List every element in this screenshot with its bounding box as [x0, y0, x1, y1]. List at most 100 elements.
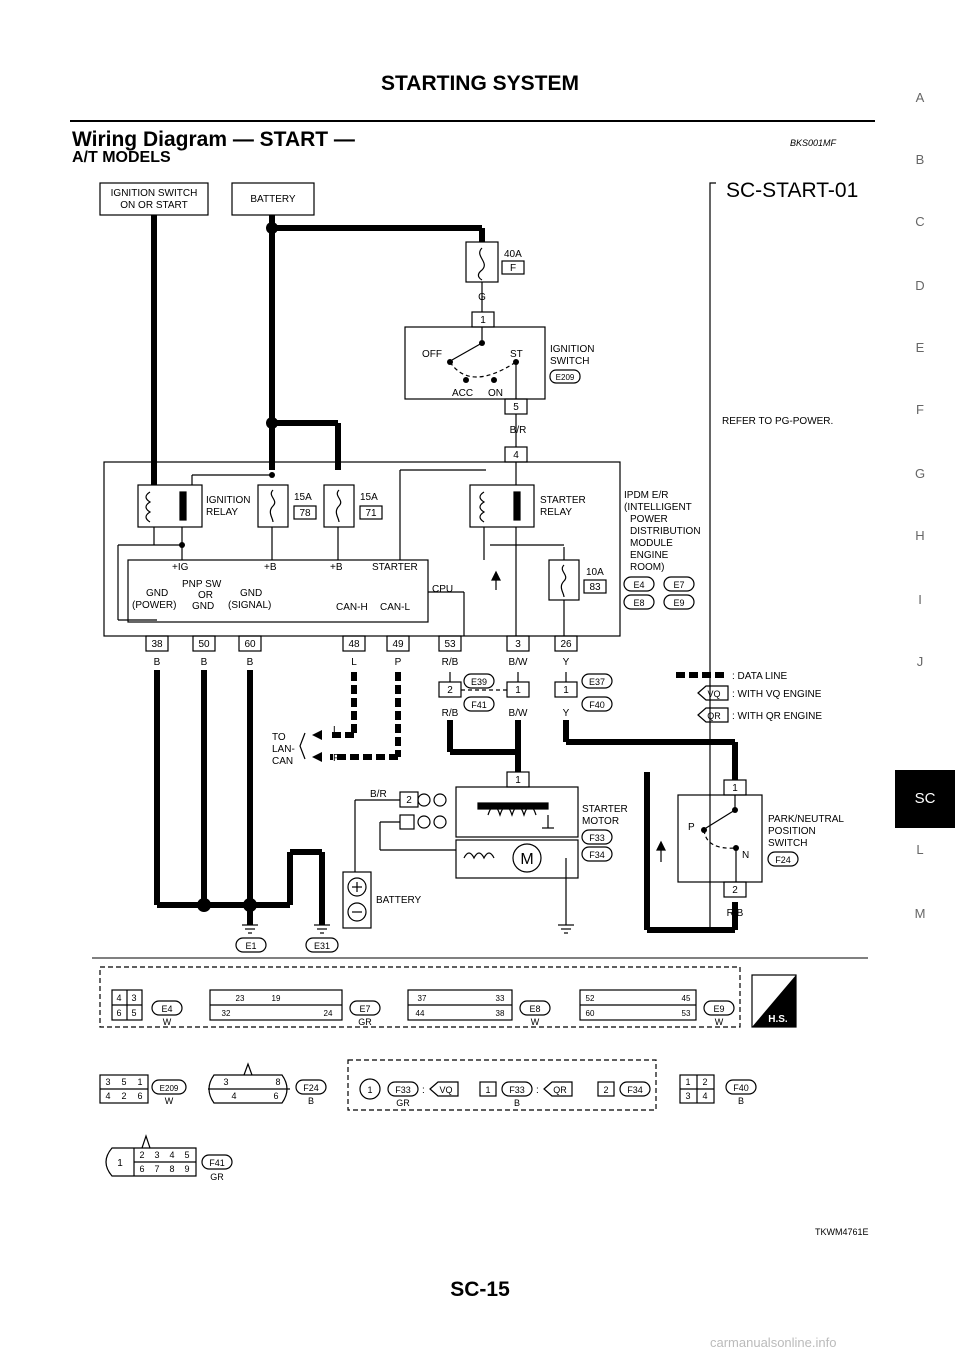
- side-tab-d[interactable]: D: [915, 278, 925, 293]
- side-tab-c[interactable]: C: [915, 214, 925, 229]
- pin-38: 38: [151, 639, 163, 650]
- pnp-pin1: 1: [732, 783, 738, 794]
- side-tab-e[interactable]: E: [915, 340, 925, 355]
- e9-id: E9: [713, 1004, 724, 1014]
- ground-colors: B B B B B: [154, 872, 326, 883]
- connector-views-group-2: [347, 1059, 657, 1111]
- e9-color: W: [715, 1017, 724, 1027]
- ign-pin1: 1: [480, 315, 486, 326]
- side-tab-h[interactable]: H: [915, 528, 925, 543]
- side-tab-j[interactable]: J: [916, 654, 924, 669]
- f40-pin4: 4: [702, 1091, 707, 1101]
- e7-id: E7: [359, 1004, 370, 1014]
- f33vq-sep: :: [422, 1085, 425, 1096]
- wire-color-53: R/B: [442, 657, 459, 668]
- side-tab-m[interactable]: M: [914, 906, 926, 921]
- conn-e39: E39: [471, 677, 487, 687]
- wire-color-3: B/W: [509, 657, 528, 668]
- pnp-p: P: [688, 822, 695, 833]
- side-tab-sc-active[interactable]: SC: [895, 770, 955, 828]
- fuse-71-rating: 15A: [360, 492, 378, 503]
- conn-f41: F41: [471, 700, 487, 710]
- cpu-label: CPU: [432, 584, 453, 595]
- pnp-name-3: SWITCH: [768, 838, 807, 849]
- f41-r2-a: 6: [139, 1164, 144, 1174]
- f41-r2-c: 8: [169, 1164, 174, 1174]
- e209-r2-c: 6: [137, 1091, 142, 1101]
- cpu-block: [127, 559, 429, 623]
- e8-id: E8: [529, 1004, 540, 1014]
- gnd-color-3: B: [247, 872, 254, 883]
- f33vq-tag: VQ: [439, 1085, 452, 1095]
- starter-motor-body: [455, 839, 579, 879]
- e4-pin-6: 6: [116, 1008, 121, 1018]
- f24-r2-a: 4: [231, 1091, 236, 1101]
- side-tab-g[interactable]: G: [914, 466, 926, 481]
- wire-color-26: Y: [563, 657, 570, 668]
- fuse-15a-78: [257, 484, 289, 528]
- lan-label-3: CAN: [272, 756, 293, 767]
- f41-r1-d: 5: [184, 1150, 189, 1160]
- f40-pin3: 3: [685, 1091, 690, 1101]
- side-tab-l[interactable]: L: [916, 842, 924, 857]
- f41-r1-c: 4: [169, 1150, 174, 1160]
- f24-view: [208, 1074, 288, 1104]
- e7-row1-a: 23: [236, 994, 245, 1003]
- f34-id: F34: [627, 1085, 643, 1095]
- e9-row1-a: 52: [586, 994, 595, 1003]
- f33qr-id: F33: [509, 1085, 525, 1095]
- side-tab-f[interactable]: F: [916, 402, 924, 417]
- pin-50: 50: [198, 639, 210, 650]
- ign-relay-coil: [145, 491, 152, 523]
- legend-qr-tag-text: QR: [707, 711, 721, 721]
- e9-row2-b: 53: [682, 1009, 691, 1018]
- pnp-name-2: POSITION: [768, 826, 816, 837]
- ign-name-1: IGNITION: [550, 344, 594, 355]
- f33qr-color: B: [514, 1098, 520, 1108]
- f41-color: GR: [210, 1172, 224, 1182]
- ign-pos-off: OFF: [422, 349, 442, 360]
- starter-conn-f34: F34: [589, 850, 605, 860]
- ground-e1: E1: [245, 941, 256, 951]
- starter-relay: [469, 484, 535, 528]
- fuse-78-id-box: [293, 505, 317, 520]
- pnp-name-1: PARK/NEUTRAL: [768, 814, 844, 825]
- ipdm-conn-e7: E7: [673, 580, 684, 590]
- side-tab-a[interactable]: A: [915, 90, 925, 105]
- cpu-b1: +B: [264, 562, 277, 573]
- fuse-78-symbol: [269, 489, 276, 523]
- battery-2-label: BATTERY: [376, 895, 422, 906]
- f40-id: F40: [733, 1083, 749, 1093]
- can-data-lines: [330, 672, 401, 760]
- ign-box-line2: ON OR START: [120, 200, 187, 211]
- legend-vq-tag-text: VQ: [707, 689, 720, 699]
- conn-e37: E37: [589, 677, 605, 687]
- side-tab-b[interactable]: B: [915, 152, 925, 167]
- e8-row2-a: 44: [416, 1009, 425, 1018]
- e209-color: W: [165, 1096, 174, 1106]
- f41-r1-a: 2: [139, 1150, 144, 1160]
- ignition-switch: [404, 326, 546, 400]
- splice-dots: [179, 222, 278, 912]
- ipdm-pin4: 4: [513, 450, 519, 461]
- connector-views-group-1: [99, 966, 741, 1028]
- starter-pin1: 1: [515, 775, 521, 786]
- starter-wire-br: B/R: [370, 789, 387, 800]
- lan-p: P: [333, 753, 340, 764]
- e9-row1-b: 45: [682, 994, 691, 1003]
- ignition-relay: [137, 484, 203, 528]
- lan-l: L: [333, 725, 339, 736]
- e4-pin-5: 5: [131, 1008, 136, 1018]
- e7-row2-b: 24: [324, 1009, 333, 1018]
- e209-r2-a: 4: [105, 1091, 110, 1101]
- ign-conn: E209: [556, 373, 575, 382]
- side-tab-i[interactable]: I: [918, 592, 922, 607]
- fuse-83-id: 83: [589, 582, 601, 593]
- fuse-40a-symbol: [477, 247, 485, 281]
- e209-r1-c: 1: [137, 1077, 142, 1087]
- cpu-pnp-1: PNP SW: [182, 579, 222, 590]
- legend-qr-tag: [697, 707, 729, 723]
- park-neutral-switch: [677, 794, 763, 883]
- joint-color-y: Y: [563, 708, 570, 719]
- battery-box-label: BATTERY: [250, 194, 296, 205]
